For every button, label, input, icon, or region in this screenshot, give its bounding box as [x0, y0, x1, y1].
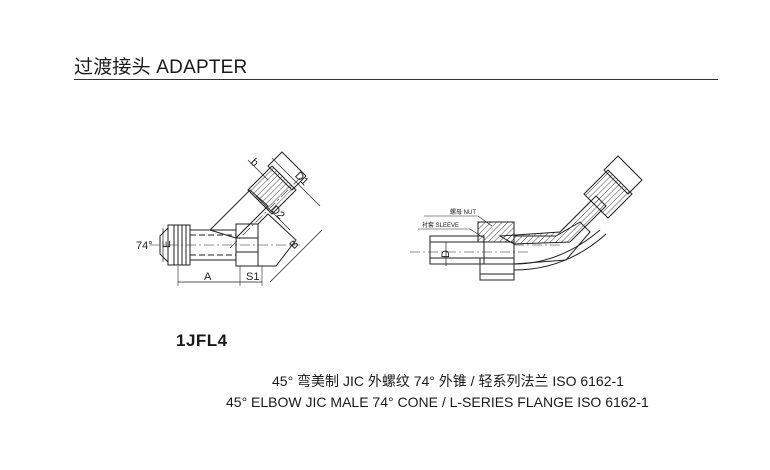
sleeve-label: 衬套 SLEEVE — [422, 221, 459, 229]
page-title: 过渡接头 ADAPTER — [74, 57, 248, 78]
dim-label-A: A — [204, 271, 212, 283]
model-number: 1JFL4 — [176, 331, 228, 350]
description-chinese: 45° 弯美制 JIC 外螺纹 74° 外锥 / 轻系列法兰 ISO 6162-… — [272, 373, 624, 389]
right-labels: 螺母 NUT 衬套 SLEEVE D — [422, 208, 476, 258]
left-dimension-labels: 74° E A S1 B D1 D2 b — [136, 156, 311, 283]
left-fitting-drawing — [150, 151, 323, 286]
dim-label-D: D — [440, 250, 452, 258]
nut-label: 螺母 NUT — [450, 208, 476, 216]
angle-label: 74° — [136, 240, 153, 252]
dim-label-S1: S1 — [246, 271, 259, 283]
title-divider — [74, 79, 718, 80]
dim-label-D1: D1 — [292, 170, 310, 188]
dim-label-E: E — [161, 241, 173, 248]
description-english: 45° ELBOW JIC MALE 74° CONE / L-SERIES F… — [226, 394, 649, 410]
dim-label-b: b — [248, 156, 261, 169]
right-fitting-drawing — [410, 155, 643, 281]
dim-label-B: B — [288, 238, 302, 252]
